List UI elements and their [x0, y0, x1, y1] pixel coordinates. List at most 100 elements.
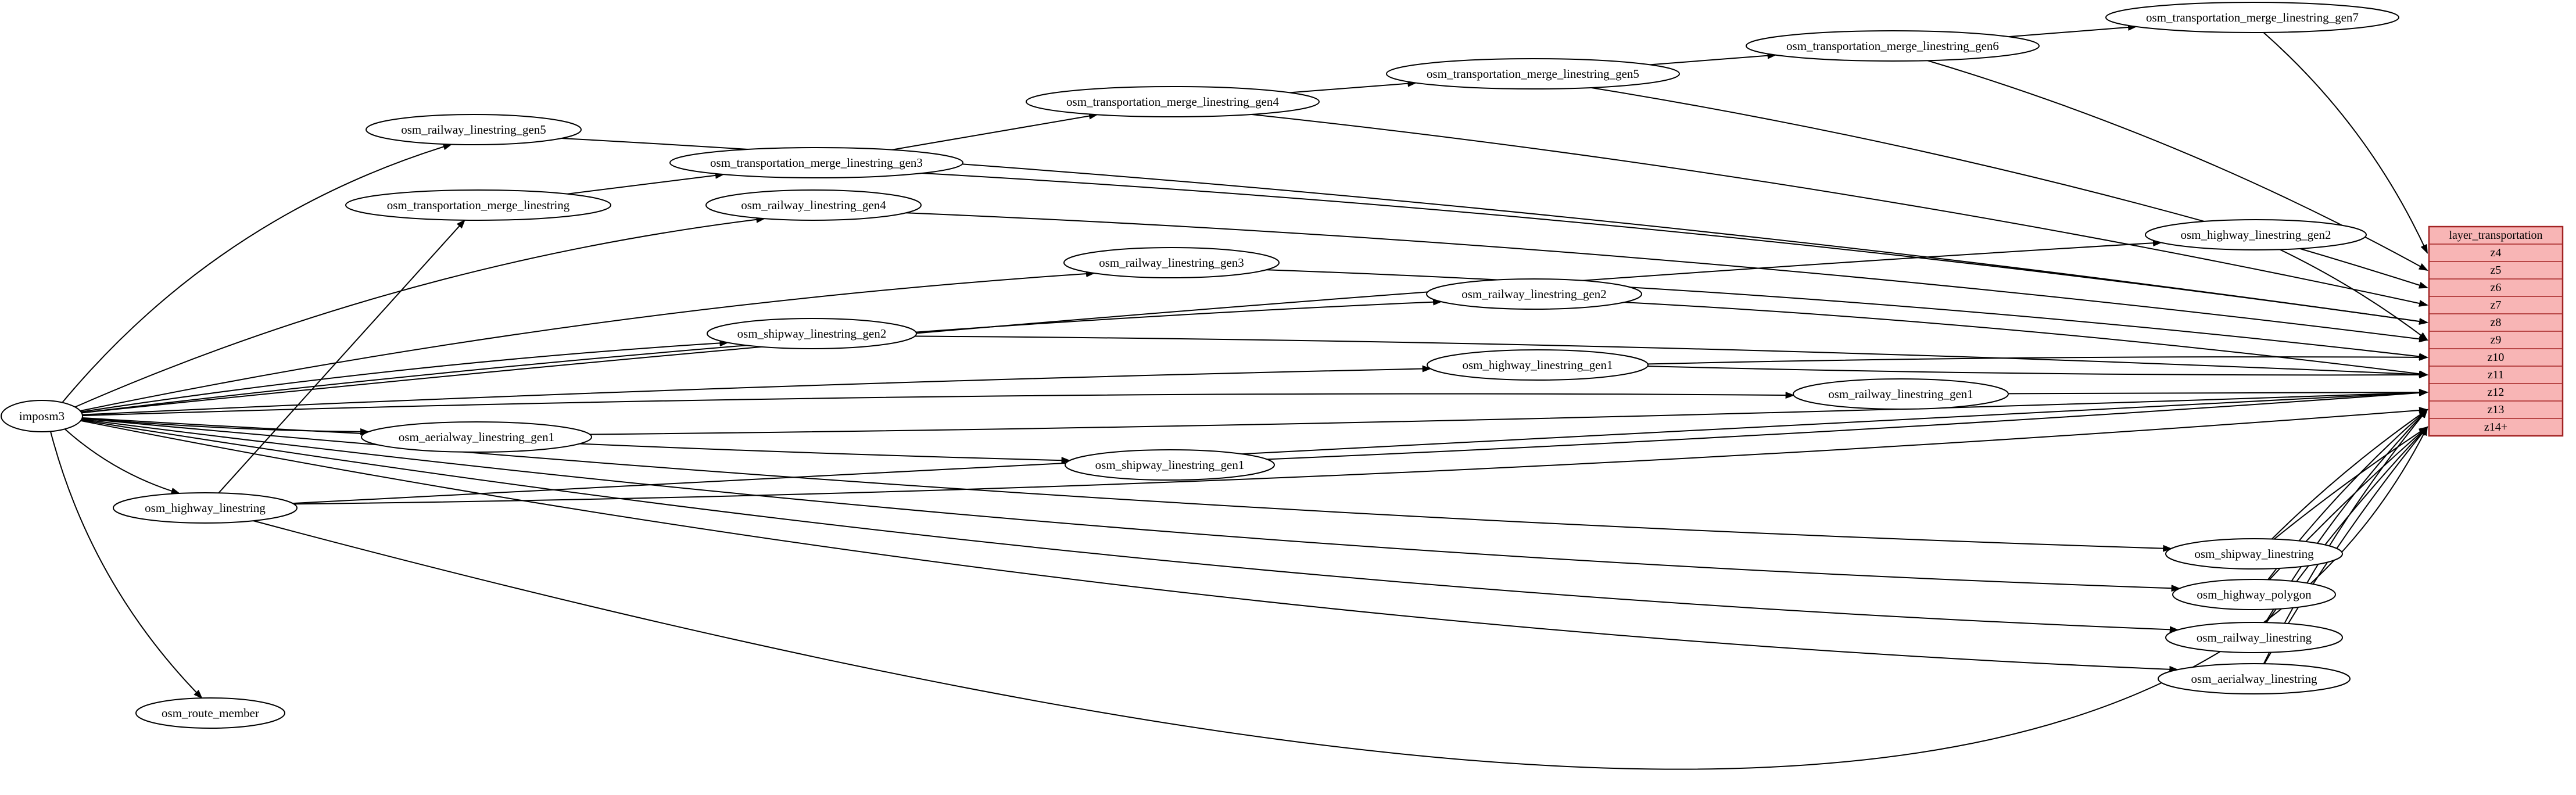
edge-osm_highway_linestring_gen1-to-z11	[1647, 366, 2428, 379]
node-osm_aerialway_linestring: osm_aerialway_linestring	[2158, 663, 2351, 694]
record-row-z5: z5	[2491, 264, 2502, 277]
record-row-z10: z10	[2488, 351, 2505, 364]
edge-osm_shipway_linestring_gen1-to-z12	[1267, 389, 2428, 460]
record-row-z7: z7	[2491, 299, 2502, 311]
edge-osm_railway_linestring_gen2-to-z11	[1624, 302, 2428, 378]
record-title: layer_transportation	[2449, 229, 2542, 242]
edge-osm_highway_linestring-to-z13	[293, 407, 2428, 505]
table-label: osm_transportation_merge_linestring_gen5	[1427, 67, 1639, 81]
table-ellipse	[366, 114, 582, 145]
node-osm_shipway_linestring_gen2: osm_shipway_linestring_gen2	[707, 318, 917, 349]
record-row-z6: z6	[2491, 281, 2502, 294]
table-label: osm_railway_linestring_gen2	[1461, 287, 1607, 301]
table-ellipse	[1427, 349, 1649, 381]
record-row-z13: z13	[2488, 403, 2505, 416]
record-row-z9: z9	[2491, 334, 2502, 346]
table-label: osm_shipway_linestring_gen1	[1095, 458, 1245, 472]
edge-osm_transportation_merge_linestring_gen4-to-z7	[1251, 113, 2428, 307]
edge-osm_railway_linestring_gen1-to-z12	[2008, 389, 2428, 396]
edge-imposm3-to-osm_highway_linestring_gen2	[81, 239, 2162, 414]
record-row-z12: z12	[2488, 386, 2505, 399]
table-ellipse	[669, 147, 963, 178]
table-label: osm_shipway_linestring_gen2	[737, 327, 887, 341]
edge-imposm3-to-osm_railway_linestring_gen2	[81, 298, 1443, 414]
edge-osm_transportation_merge_linestring_gen4-to-osm_transportation_merge_linestring_gen5	[1289, 80, 1417, 94]
table-ellipse	[2172, 579, 2336, 610]
node-osm_highway_linestring_gen2: osm_highway_linestring_gen2	[2145, 219, 2367, 250]
node-osm_transportation_merge_linestring_gen6: osm_transportation_merge_linestring_gen6	[1746, 30, 2040, 62]
table-ellipse	[1, 400, 83, 432]
table-label: osm_highway_linestring_gen1	[1463, 358, 1613, 372]
edge-imposm3-to-osm_highway_linestring_gen1	[82, 365, 1432, 416]
table-label: osm_aerialway_linestring	[2191, 672, 2317, 686]
edge-osm_aerialway_linestring_gen1-to-z12	[590, 389, 2428, 435]
node-osm_railway_linestring_gen3: osm_railway_linestring_gen3	[1063, 247, 1280, 278]
table-label: osm_route_member	[162, 706, 259, 720]
edge-osm_highway_linestring-to-osm_transportation_merge_linestring	[218, 219, 466, 493]
node-osm_transportation_merge_linestring_gen3: osm_transportation_merge_linestring_gen3	[669, 147, 963, 178]
table-label: osm_shipway_linestring	[2194, 547, 2314, 561]
table-label: osm_railway_linestring_gen1	[1828, 387, 1973, 401]
layer-transportation-record: layer_transportationz4z5z6z7z8z9z10z11z1…	[2428, 225, 2564, 437]
table-label: osm_highway_polygon	[2197, 588, 2312, 601]
table-ellipse	[1746, 30, 2040, 62]
table-label: osm_transportation_merge_linestring_gen4	[1066, 95, 1279, 109]
table-ellipse	[1386, 58, 1680, 89]
table-label: osm_railway_linestring_gen3	[1099, 256, 1244, 270]
table-label: osm_highway_linestring_gen2	[2181, 228, 2331, 242]
table-ellipse	[1793, 378, 2009, 410]
edge-osm_transportation_merge_linestring_gen5-to-z6	[1590, 87, 2428, 289]
node-osm_railway_linestring_gen5: osm_railway_linestring_gen5	[366, 114, 582, 145]
table-label: osm_railway_linestring_gen4	[741, 198, 886, 212]
table-ellipse	[2165, 622, 2343, 653]
edge-osm_highway_linestring_gen1-to-z10	[1647, 353, 2428, 365]
node-osm_highway_linestring_gen1: osm_highway_linestring_gen1	[1427, 349, 1649, 381]
table-ellipse	[1026, 86, 1320, 117]
table-ellipse	[2145, 219, 2367, 250]
edge-osm_highway_linestring_gen2-to-z9	[2279, 249, 2428, 341]
table-ellipse	[707, 318, 917, 349]
table-ellipse	[135, 697, 285, 729]
edge-osm_highway_linestring-to-z14+	[253, 426, 2428, 770]
node-osm_shipway_linestring: osm_shipway_linestring	[2165, 538, 2343, 570]
edge-imposm3-to-osm_shipway_linestring_gen2	[81, 339, 729, 413]
node-osm_railway_linestring_gen1: osm_railway_linestring_gen1	[1793, 378, 2009, 410]
node-osm_transportation_merge_linestring_gen4: osm_transportation_merge_linestring_gen4	[1026, 86, 1320, 117]
table-label: osm_highway_linestring	[145, 501, 266, 515]
edge-imposm3-to-osm_railway_linestring_gen4	[74, 216, 766, 408]
edge-imposm3-to-osm_railway_linestring_gen3	[80, 270, 1095, 412]
node-osm_highway_linestring: osm_highway_linestring	[113, 492, 298, 524]
table-ellipse	[705, 189, 922, 221]
edge-imposm3-to-osm_railway_linestring_gen1	[82, 392, 1795, 417]
node-osm_aerialway_linestring_gen1: osm_aerialway_linestring_gen1	[361, 421, 592, 453]
node-osm_route_member: osm_route_member	[135, 697, 285, 729]
table-label: osm_aerialway_linestring_gen1	[399, 430, 554, 444]
table-label: osm_transportation_merge_linestring	[387, 198, 570, 212]
table-label: imposm3	[19, 409, 65, 423]
table-label: osm_railway_linestring_gen5	[401, 123, 546, 137]
edge-imposm3-to-osm_railway_linestring	[81, 419, 2179, 633]
table-label: osm_transportation_merge_linestring_gen3	[710, 156, 923, 170]
table-ellipse	[1065, 449, 1275, 481]
node-layer: imposm3 osm_railway_linestring_gen5 osm_tr…	[1, 2, 2399, 729]
table-label: osm_transportation_merge_linestring_gen7	[2146, 10, 2359, 24]
node-osm_railway_linestring_gen2: osm_railway_linestring_gen2	[1426, 278, 1642, 310]
node-imposm3: imposm3	[1, 400, 83, 432]
node-osm_shipway_linestring_gen1: osm_shipway_linestring_gen1	[1065, 449, 1275, 481]
node-osm_railway_linestring: osm_railway_linestring	[2165, 622, 2343, 653]
node-osm_transportation_merge_linestring_gen5: osm_transportation_merge_linestring_gen5	[1386, 58, 1680, 89]
table-label: osm_transportation_merge_linestring_gen6	[1786, 39, 1999, 53]
record-row-z8: z8	[2491, 316, 2502, 329]
table-label: osm_railway_linestring	[2197, 631, 2312, 644]
table-ellipse	[113, 492, 298, 524]
table-ellipse	[345, 189, 611, 221]
edge-osm_highway_linestring-to-z12	[292, 389, 2428, 504]
node-osm_railway_linestring_gen4: osm_railway_linestring_gen4	[705, 189, 922, 221]
table-ellipse	[1063, 247, 1280, 278]
table-ellipse	[2165, 538, 2343, 570]
record-row-z11: z11	[2488, 368, 2504, 381]
edge-osm_railway_linestring_gen3-to-z10	[1266, 269, 2428, 360]
edge-osm_transportation_merge_linestring_gen7-to-z4	[2263, 32, 2428, 254]
